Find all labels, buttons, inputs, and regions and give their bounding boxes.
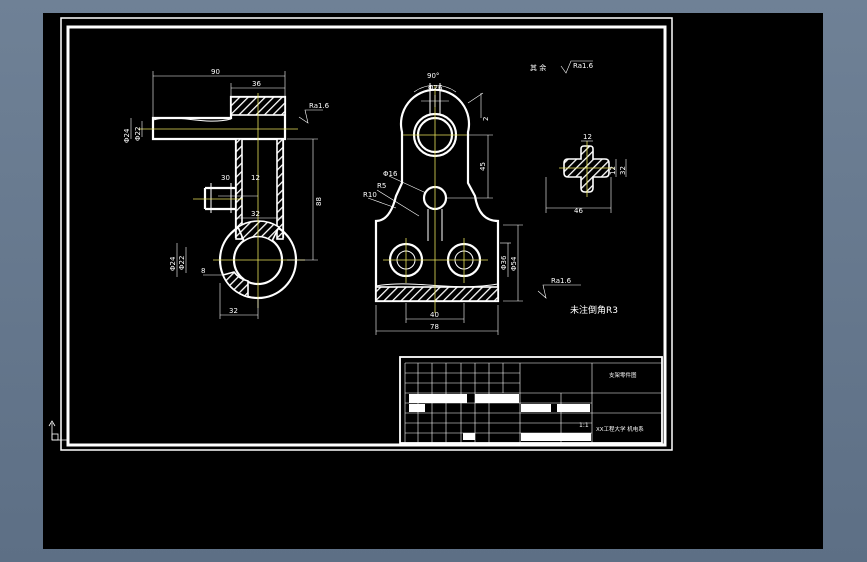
dim-section-2: 32 (619, 166, 627, 175)
roughness-side: Ra1.6 (309, 102, 330, 110)
chamfer-note: 未注倒角R3 (570, 304, 618, 316)
roughness-front: Ra1.6 (551, 277, 572, 285)
dim-front-9: 40 (430, 311, 439, 319)
dim-front-0: 90° (427, 72, 439, 80)
dim-front-6: R10 (363, 191, 377, 199)
dim-front-8: Φ54 (510, 256, 518, 271)
dim-front-7: Φ36 (500, 255, 508, 270)
dim-section-0: 12 (583, 133, 592, 141)
note-roughness: Ra1.6 (573, 62, 594, 70)
title-block: 支架零件图 1:1 XX工程大学 机电系 (399, 356, 663, 444)
dim-side-1: 36 (252, 80, 261, 88)
title-part-name: 支架零件图 (609, 371, 637, 379)
drawing-canvas: 90 36 Φ24 Φ22 30 12 32 88 Φ24 Φ22 8 32 R… (48, 17, 673, 451)
dim-side-6: 32 (251, 210, 260, 218)
dim-section-1: 12 (609, 166, 617, 175)
dim-front-4: Φ16 (383, 170, 398, 178)
note-label: 其 余 (530, 63, 546, 72)
dim-side-11: 32 (229, 307, 238, 315)
dim-side-0: 90 (211, 68, 220, 76)
dim-front-2: 2 (482, 117, 490, 121)
dim-side-4: 30 (221, 174, 230, 182)
dim-side-9: Φ22 (178, 256, 186, 270)
side-view: 90 36 Φ24 Φ22 30 12 32 88 Φ24 Φ22 8 32 R… (123, 68, 330, 319)
outer-border (60, 17, 673, 451)
dim-front-5: R5 (377, 182, 386, 190)
front-view: 90° Φ26 2 45 Φ16 R5 R10 Φ36 Φ54 40 78 Ra… (363, 72, 581, 335)
dim-front-10: 78 (430, 323, 439, 331)
inner-border (66, 25, 667, 447)
dim-side-5: 12 (251, 174, 260, 182)
dim-side-3: Φ22 (134, 127, 142, 141)
dim-side-7: 88 (315, 197, 323, 206)
dim-front-3: 45 (479, 162, 487, 171)
dim-side-2: Φ24 (123, 128, 131, 143)
dim-front-1: Φ26 (428, 84, 443, 92)
title-school: XX工程大学 机电系 (596, 425, 644, 433)
dim-section-3: 46 (574, 207, 583, 215)
title-scale: 1:1 (579, 422, 589, 429)
cad-viewport[interactable]: 90 36 Φ24 Φ22 30 12 32 88 Φ24 Φ22 8 32 R… (43, 13, 823, 549)
dim-side-8: Φ24 (169, 256, 177, 271)
section-view: 12 12 32 46 (545, 133, 627, 215)
general-roughness-note: 其 余 Ra1.6 (530, 60, 594, 74)
dim-side-10: 8 (201, 267, 205, 275)
ucs-icon (48, 420, 69, 441)
